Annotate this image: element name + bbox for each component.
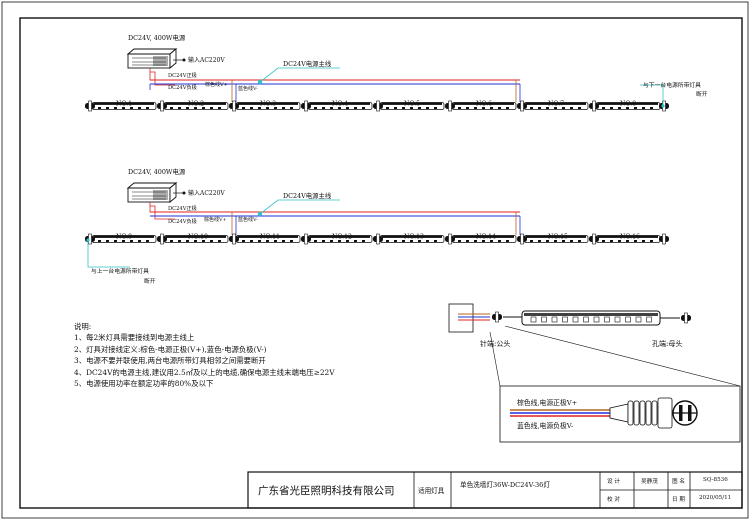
dc-neg-label-bottom: DC24V负极 xyxy=(168,217,198,225)
bottom-lamp-label: NO.13 xyxy=(404,234,424,241)
title-block xyxy=(247,471,743,509)
check-label: 校 对 xyxy=(607,497,620,503)
top-lamp-label: NO.7 xyxy=(548,101,564,108)
break-note-top-1: 与下一台电源所带灯具 xyxy=(643,81,701,89)
lamp-lens-icon xyxy=(625,316,631,323)
dc-pos-label-top: DC24V正极 xyxy=(168,71,198,79)
note-item-3: 3、电源不要并联使用,两台电源所带灯具相邻之间需要断开 xyxy=(74,356,266,365)
break-note-bottom-2: 断开 xyxy=(144,277,156,285)
note-item-2: 2、灯具对接线定义:棕色-电源正极(V+),蓝色-电源负极(V-) xyxy=(74,345,267,354)
break-note-bottom-1: 与上一台电源所带灯具 xyxy=(91,267,149,275)
top-lamp-label: NO.2 xyxy=(188,101,204,108)
top-lamp-label: NO.6 xyxy=(476,101,492,108)
input-label-top: 输入AC220V xyxy=(188,56,225,64)
female-end-label: 孔端:母头 xyxy=(652,339,682,348)
product-name: 单色洗墙灯36W-DC24V-36灯 xyxy=(460,481,550,489)
main-line-label-top: DC24V电源主线 xyxy=(283,59,332,68)
input-label-bottom: 输入AC220V xyxy=(188,189,225,197)
brown-wire-label-top: 棕色线V+ xyxy=(205,81,228,88)
design-label: 设 计 xyxy=(607,479,620,485)
group-top: DC24V, 400W电源 输入AC220V DC24V正极 DC24V负极 棕… xyxy=(84,33,708,112)
bottom-end-plug-icon xyxy=(658,233,670,245)
lamp-lens-icon xyxy=(572,316,579,323)
bottom-lamp-label: NO.10 xyxy=(188,234,208,241)
date-label: 日 期 xyxy=(672,497,685,503)
power-supply-bottom-icon xyxy=(127,182,177,203)
blue-wire-note: 蓝色线,电源负极V- xyxy=(517,421,573,430)
group-bottom: DC24V, 400W电源 输入AC220V DC24V正极 DC24V负极 棕… xyxy=(84,167,670,285)
bottom-lamp-label: NO.9 xyxy=(116,234,132,241)
blue-wire-label-top: 蓝色线V- xyxy=(238,85,258,92)
top-lamp-label: NO.5 xyxy=(404,101,420,108)
psu-label-bottom: DC24V, 400W电源 xyxy=(128,167,186,176)
designer-name: 吴静茂 xyxy=(641,479,658,485)
male-plug-icon xyxy=(491,311,503,323)
note-item-5: 5、电源使用功率在额定功率的80%及以下 xyxy=(74,379,214,388)
lamp-lens-icon xyxy=(614,316,621,323)
female-plug-icon xyxy=(680,312,692,324)
dc-neg-label-top: DC24V负极 xyxy=(168,83,198,91)
break-note-top-2: 断开 xyxy=(696,90,708,98)
brown-wire-label-bottom: 棕色线V+ xyxy=(204,216,227,223)
power-supply-top-icon xyxy=(127,48,177,69)
junction-box-icon xyxy=(448,303,474,333)
lamp-lens-icon xyxy=(551,316,558,323)
connector-detail: 针端:公头 孔端:母头 棕色线,电源正极V+ 蓝色线,电源负极V- xyxy=(448,303,741,443)
bottom-lamp-label: NO.16 xyxy=(620,234,640,241)
brown-wire-note: 棕色线,电源正极V+ xyxy=(517,398,577,407)
applicable-label: 适用灯具 xyxy=(418,487,445,495)
lamp-lens-icon xyxy=(562,316,568,323)
psu-label-top: DC24V, 400W电源 xyxy=(128,33,186,42)
bottom-lamp-label: NO.12 xyxy=(332,234,352,241)
blue-wire-label-bottom: 蓝色线V- xyxy=(238,216,258,223)
bottom-lamp-label: NO.11 xyxy=(260,234,280,241)
top-lamp-label: NO.3 xyxy=(260,101,276,108)
lamp-lens-icon xyxy=(604,316,610,323)
note-item-1: 1、每2米灯具需要接线到电源主线上 xyxy=(74,333,195,342)
lamp-lens-icon xyxy=(635,316,642,323)
notes-title: 说明: xyxy=(74,322,92,331)
lamp-lens-icon xyxy=(541,316,547,323)
top-lamp-label: NO.4 xyxy=(332,101,348,108)
lamp-lens-icon xyxy=(530,316,537,323)
lamp-lens-icon xyxy=(646,316,652,323)
drawing-no-label: 图 名 xyxy=(672,479,685,485)
main-line-label-bottom: DC24V电源主线 xyxy=(283,191,332,200)
date-value: 2020/05/11 xyxy=(699,495,732,501)
note-item-4: 4、DC24V的电源主线,建议用2.5㎡及以上的电缆,确保电源主线末端电压≥22… xyxy=(74,368,335,377)
bottom-lamp-label: NO.14 xyxy=(476,234,496,241)
male-end-label: 针端:公头 xyxy=(480,339,510,348)
top-lamp-label: NO.1 xyxy=(116,101,132,108)
drawing-no: SQ-8536 xyxy=(703,477,728,483)
dc-pos-label-bottom: DC24V正极 xyxy=(168,204,198,212)
top-lamp-label: NO.8 xyxy=(620,101,636,108)
bottom-lamp-label: NO.15 xyxy=(548,234,568,241)
company-name: 广东省光臣照明科技有限公司 xyxy=(258,485,395,497)
lamp-lens-icon xyxy=(593,316,600,323)
lamp-lens-icon xyxy=(583,316,589,323)
